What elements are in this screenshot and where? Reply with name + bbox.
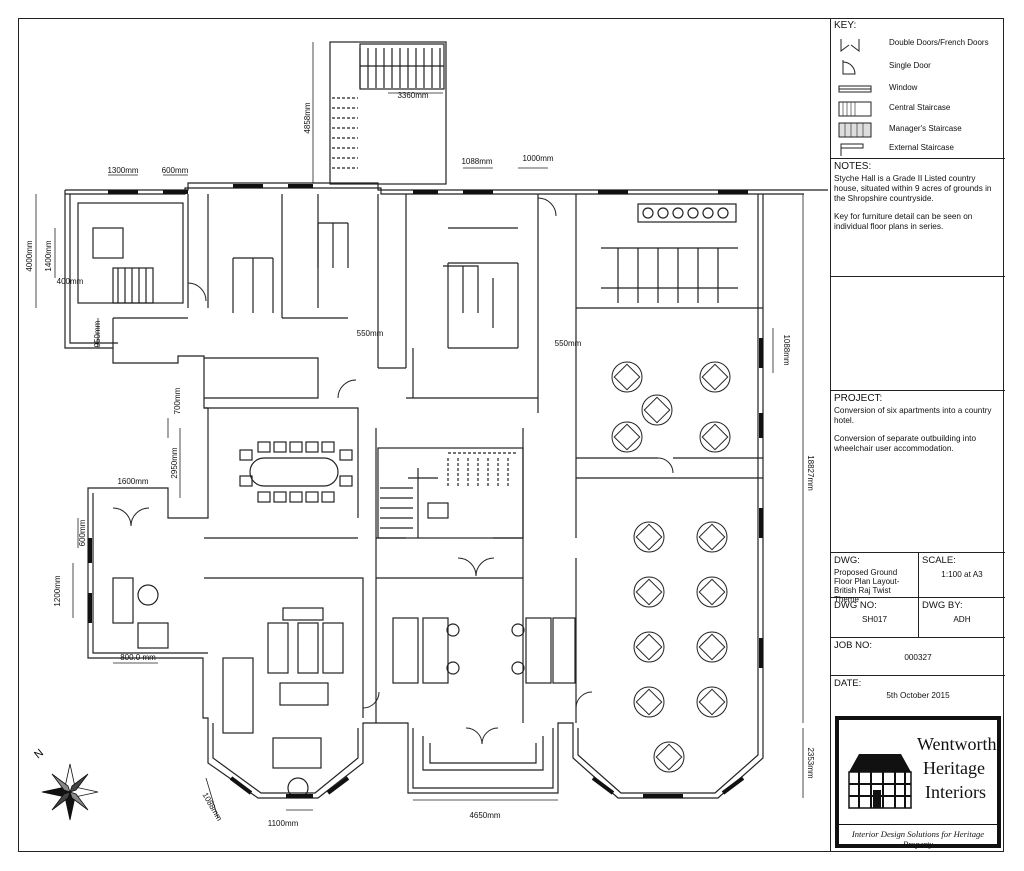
dim-3360: 3360mm [397, 91, 428, 100]
window-icon [838, 85, 872, 93]
external-staircase-icon [840, 143, 864, 156]
project-paragraph-1: Conversion of six apartments into a coun… [834, 406, 992, 425]
logo-tagline: Interior Design Solutions for Heritage P… [839, 824, 997, 849]
title-block: KEY: Double Doors/French Doors Single Do… [830, 18, 1005, 852]
scale-value: 1:100 at A3 [941, 570, 983, 579]
managers-staircase-icon [838, 122, 872, 138]
job-no-label: JOB NO: [834, 640, 873, 651]
dim-400: 400mm [57, 277, 84, 286]
dim-1200: 1200mm [53, 575, 62, 606]
date-label: DATE: [834, 678, 862, 689]
company-logo: Wentworth Heritage Interiors Interior De… [835, 716, 1001, 849]
key-item-label: Single Door [889, 61, 931, 70]
key-title: KEY: [834, 20, 857, 31]
dim-18827: 18827mm [806, 455, 815, 491]
drawing-sheet-border [18, 18, 1004, 852]
project-title: PROJECT: [834, 393, 883, 404]
dim-550-a: 550mm [357, 329, 384, 338]
date-value: 5th October 2015 [886, 691, 950, 700]
scale-label: SCALE: [922, 555, 956, 566]
compass-rose-icon [41, 763, 99, 821]
notes-paragraph-1: Styche Hall is a Grade II Listed country… [834, 174, 992, 203]
dim-1088-right: 1088mm [782, 334, 791, 365]
single-door-icon [842, 60, 856, 75]
date-cell: DATE: 5th October 2015 [831, 676, 1005, 714]
dim-700: 700mm [173, 387, 182, 414]
key-section: KEY: Double Doors/French Doors Single Do… [831, 18, 1005, 159]
dim-600-top: 600mm [162, 166, 189, 175]
notes-section: NOTES: Styche Hall is a Grade II Listed … [831, 159, 1005, 277]
dim-600-left: 600mm [78, 519, 87, 546]
dim-950: 950mm [93, 320, 102, 347]
key-item-external-staircase: External Staircase [831, 139, 1005, 161]
dwg-by-label: DWG BY: [922, 600, 963, 611]
dim-2353: 2353mm [806, 747, 815, 778]
key-item-label: Double Doors/French Doors [889, 38, 989, 47]
dim-1088-top: 1088mm [461, 157, 492, 166]
dim-800: 800.0 mm [120, 653, 156, 662]
key-item-single-door: Single Door [831, 57, 1005, 79]
dwg-by-value: ADH [953, 615, 971, 624]
dim-1000: 1000mm [522, 154, 553, 163]
dim-1600: 1600mm [117, 477, 148, 486]
scale-cell: SCALE: 1:100 at A3 [919, 553, 1005, 598]
logo-line-3: Interiors [925, 782, 986, 802]
dim-550-b: 550mm [555, 339, 582, 348]
dwg-by-cell: DWG BY: ADH [919, 598, 1005, 638]
dim-1088-bay: 1088mm [200, 791, 224, 823]
blank-section [831, 277, 1005, 391]
key-item-central-staircase: Central Staircase [831, 99, 1005, 121]
notes-paragraph-2: Key for furniture detail can be seen on … [834, 212, 973, 231]
compass-north-label: N [32, 747, 46, 761]
logo-line-2: Heritage [923, 758, 985, 778]
key-item-label: Central Staircase [889, 103, 951, 112]
key-item-label: Manager's Staircase [889, 124, 962, 133]
logo-line-1: Wentworth [917, 734, 997, 754]
dwg-no-cell: DWG NO: SH017 [831, 598, 919, 638]
dwg-no-value: SH017 [861, 615, 888, 624]
dim-2950: 2950mm [170, 447, 179, 478]
dim-4650: 4650mm [469, 811, 500, 820]
central-staircase-icon [838, 101, 872, 117]
dwg-no-label: DWG NO: [834, 600, 877, 611]
dwg-cell: DWG: Proposed Ground Floor Plan Layout- … [831, 553, 919, 604]
key-item-label: Window [889, 83, 918, 92]
job-no-value: 000327 [904, 653, 932, 662]
double-door-icon [840, 39, 860, 52]
floor-plan: 1300mm 600mm 4000mm 1400mm 400mm 950mm 4… [25, 41, 828, 828]
key-item-double-doors: Double Doors/French Doors [831, 34, 1005, 56]
project-paragraph-2: Conversion of separate outbuilding into … [834, 434, 977, 453]
dwg-value: Proposed Ground Floor Plan Layout- Briti… [834, 568, 900, 604]
key-item-managers-staircase: Manager's Staircase [831, 120, 1005, 142]
job-no-cell: JOB NO: 000327 [831, 638, 1005, 676]
dim-1400: 1400mm [44, 240, 53, 271]
dim-1300: 1300mm [107, 166, 138, 175]
dwg-label: DWG: [834, 555, 860, 566]
tudor-house-icon [848, 754, 912, 809]
notes-title: NOTES: [834, 161, 872, 172]
dim-4858: 4858mm [303, 102, 312, 133]
key-item-label: External Staircase [889, 143, 954, 152]
dim-1100: 1100mm [268, 819, 299, 828]
key-item-window: Window [831, 79, 1005, 101]
dim-4000: 4000mm [25, 240, 34, 271]
project-section: PROJECT: Conversion of six apartments in… [831, 391, 1005, 553]
